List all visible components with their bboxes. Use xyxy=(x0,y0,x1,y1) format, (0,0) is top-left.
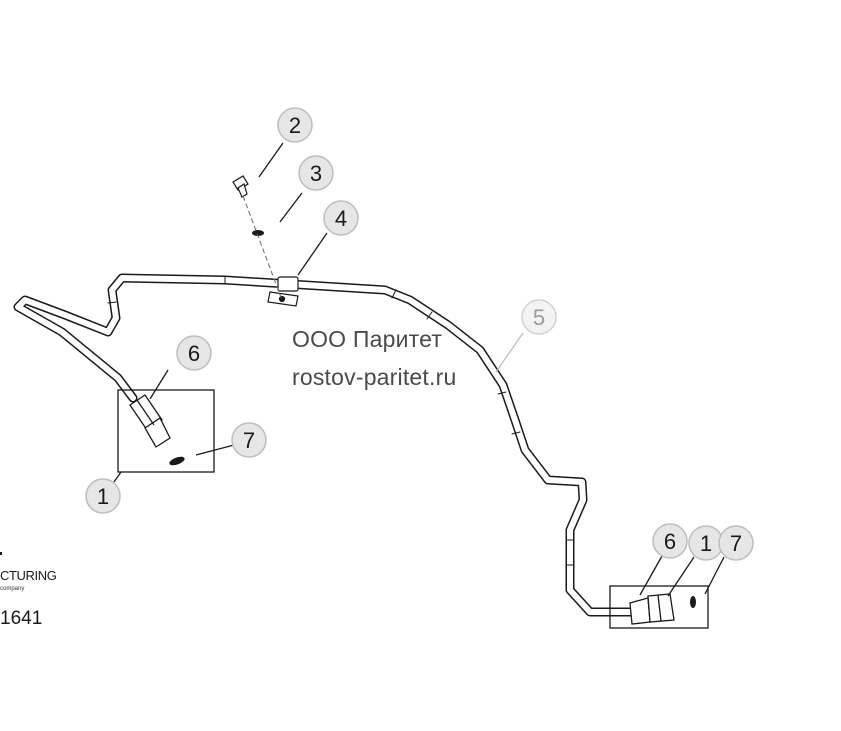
callout-6-right-label: 6 xyxy=(664,529,676,554)
callout-6-right: 6 xyxy=(652,523,688,559)
washer xyxy=(252,230,264,236)
callout-2-label: 2 xyxy=(289,113,301,138)
callout-4-label: 4 xyxy=(335,206,347,231)
callout-5: 5 xyxy=(521,299,557,335)
callout-1-left: 1 xyxy=(85,478,121,514)
callout-4: 4 xyxy=(323,200,359,236)
clamp xyxy=(267,276,299,307)
tube-assembly xyxy=(13,273,643,617)
callout-7-left-label: 7 xyxy=(243,428,255,453)
callout-3-label: 3 xyxy=(310,161,322,186)
fitting-right xyxy=(629,593,675,625)
callout-6-left: 6 xyxy=(176,335,212,371)
fitting-left xyxy=(129,394,171,448)
assembly-axis xyxy=(242,195,283,301)
callout-6-left-label: 6 xyxy=(188,341,200,366)
oring-right xyxy=(690,596,696,608)
callout-7-right-label: 7 xyxy=(730,531,742,556)
callout-3: 3 xyxy=(298,155,334,191)
callout-1-right: 1 xyxy=(688,525,724,561)
watermark-url: rostov-paritet.ru xyxy=(292,364,457,390)
brand-text: CTURING xyxy=(0,568,57,583)
callout-1-right-label: 1 xyxy=(700,531,712,556)
bolt xyxy=(232,175,249,198)
detail-box-left xyxy=(117,389,215,473)
watermark-company: ООО Паритет xyxy=(292,326,443,352)
callout-7-left: 7 xyxy=(231,422,267,458)
oring-left xyxy=(169,456,185,466)
callout-1-left-label: 1 xyxy=(97,484,109,509)
callout-7-right: 7 xyxy=(718,525,754,561)
leader-lines xyxy=(113,142,725,597)
callouts: 2 3 4 5 6 7 1 6 xyxy=(85,107,754,561)
drawing-number: 1641 xyxy=(0,608,43,629)
brand-mark xyxy=(0,552,2,555)
detail-box-right xyxy=(609,585,709,629)
leader-line-5 xyxy=(495,332,524,373)
brand-subtext: company xyxy=(0,586,25,592)
callout-2: 2 xyxy=(277,107,313,143)
callout-5-label: 5 xyxy=(533,305,545,330)
